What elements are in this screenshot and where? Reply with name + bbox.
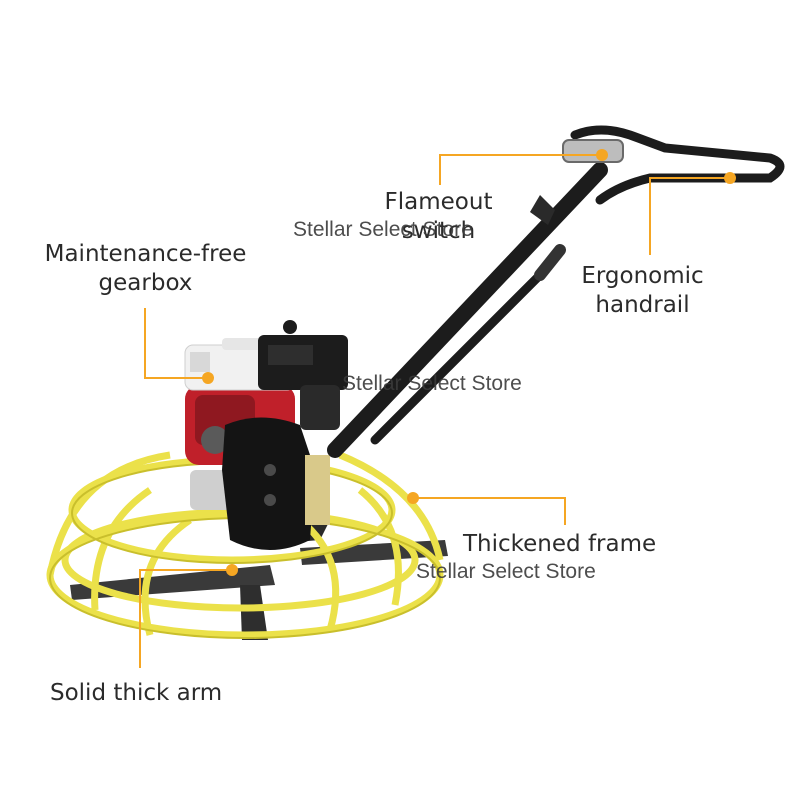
watermark-3: Stellar Select Store [416,560,596,583]
gearbox-line2: gearbox [98,270,193,296]
gearbox-housing [222,417,330,550]
gearbox-line1: Maintenance-free [44,241,247,267]
flameout-switch-label: Flameout switch [376,188,501,246]
handle [327,125,785,458]
flameout-line1: Flameout [384,189,493,215]
arm-dot [226,564,238,576]
frame-dot [407,492,419,504]
leader-lines [139,154,728,668]
watermark-2: Stellar Select Store [342,372,522,395]
handrail-line2: handrail [595,292,690,318]
flameout-line2: switch [401,218,476,244]
leader-dots [202,149,736,576]
flameout-dot [596,149,608,161]
gearbox-label: Maintenance-free gearbox [38,240,253,298]
gearbox-dot [202,372,214,384]
solid-arm-label: Solid thick arm [50,680,223,706]
handrail-line1: Ergonomic [581,263,704,289]
watermark-1: Stellar Select Store [293,218,473,241]
thickened-frame-label: Thickened frame [463,531,657,557]
handrail-label: Ergonomic handrail [575,262,710,320]
handrail-dot [724,172,736,184]
